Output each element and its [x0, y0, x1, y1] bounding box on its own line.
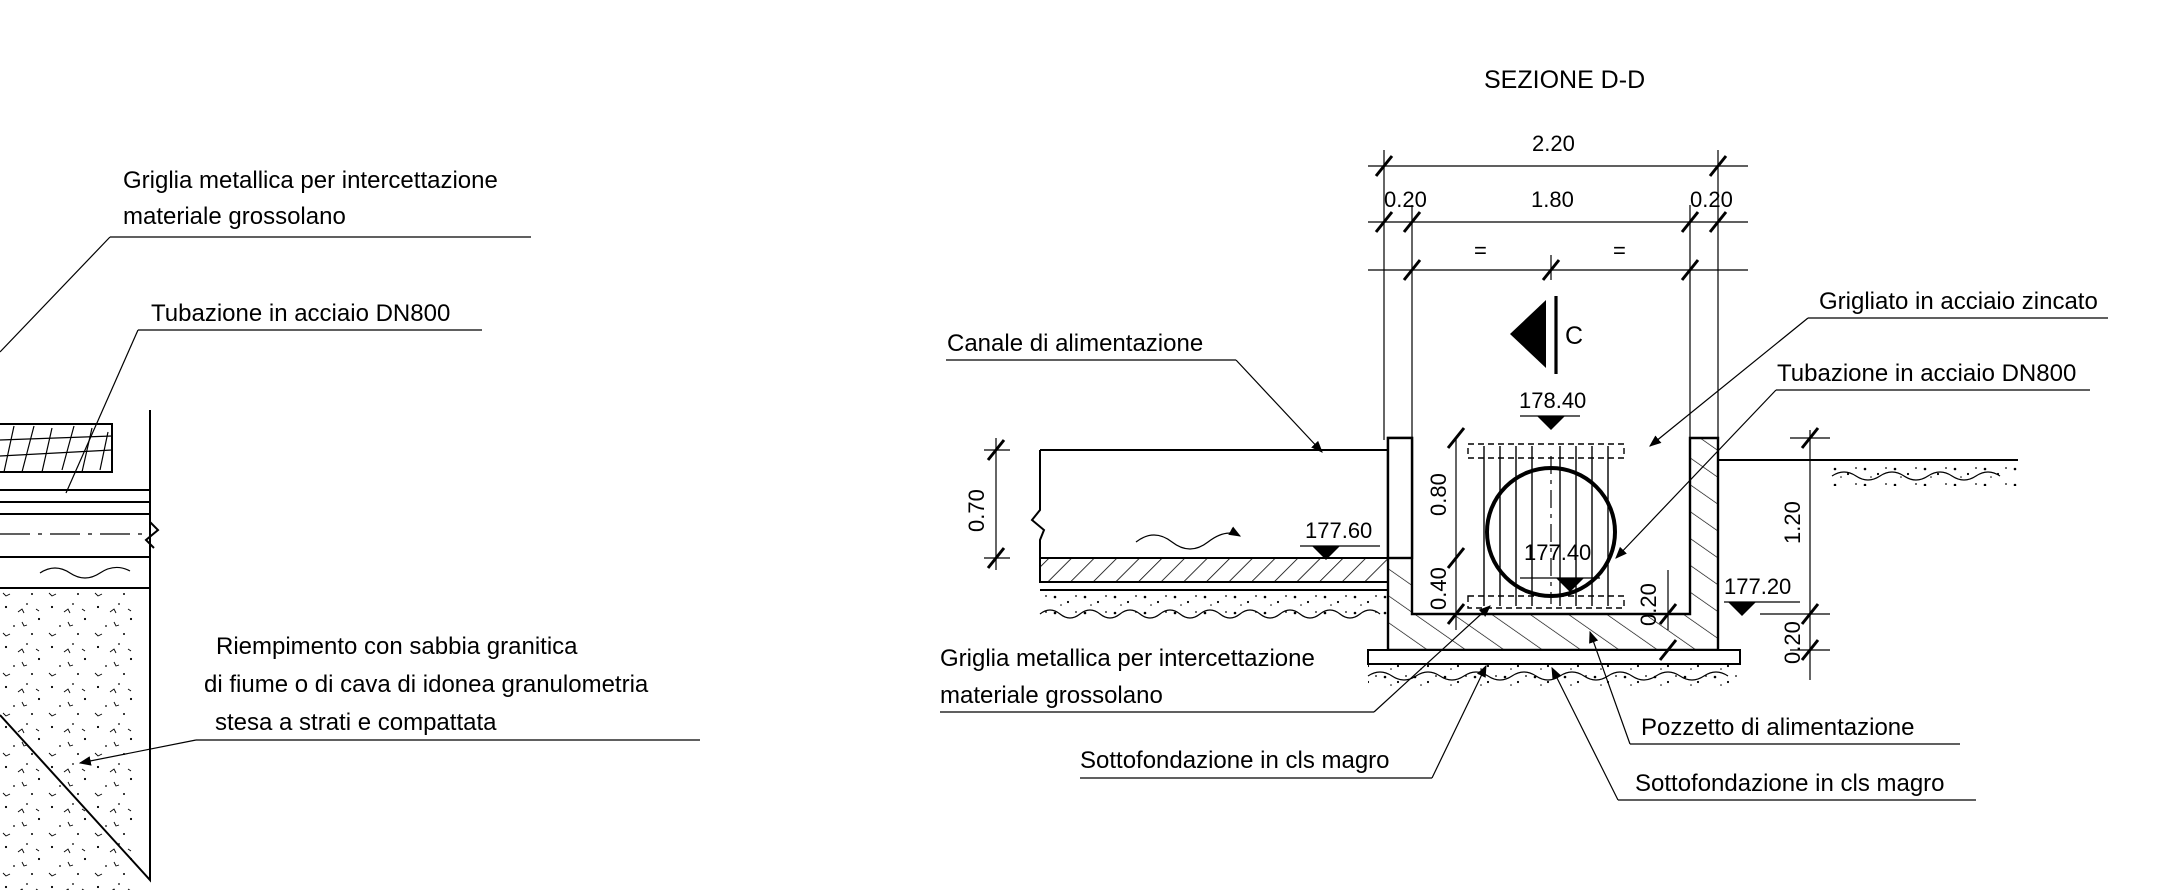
label-griglia-left-line1: Griglia metallica per intercettazione: [123, 167, 498, 194]
elevation-floor: 177.20: [1724, 574, 1791, 599]
elevation-top: 178.40: [1519, 388, 1586, 413]
sand-fill-area: [0, 588, 135, 890]
dim-overall-width: 2.20: [1532, 131, 1575, 156]
dim-right-height: 1.20: [1780, 501, 1805, 544]
section-leaders: [940, 317, 2108, 801]
section-mark-c: C: [1510, 296, 1583, 374]
dim-wall-left: 0.20: [1384, 187, 1427, 212]
leader-griglia-left: [0, 236, 111, 353]
inner-vertical-dims: [1446, 427, 1830, 680]
dim-upper-height: 0.80: [1426, 473, 1451, 516]
manhole-structure: [1367, 436, 2018, 688]
section-dd: SEZIONE D-D 2.20 0.20: [940, 66, 2108, 801]
label-riempimento-line3: stesa a strati e compattata: [215, 709, 497, 736]
dim-equal-right: =: [1613, 238, 1626, 263]
dim-canal-depth: 0.70: [964, 489, 989, 532]
elevation-canal-bottom: 177.60: [1305, 518, 1372, 543]
soil-crust-outline: [0, 423, 113, 473]
left-detail: Griglia metallica per intercettazione ma…: [0, 167, 700, 890]
trench-outline: [0, 410, 151, 883]
label-grigliato: Grigliato in acciaio zincato: [1819, 288, 2098, 315]
label-tubazione-left: Tubazione in acciaio DN800: [151, 300, 450, 327]
dim-wall-right: 0.20: [1690, 187, 1733, 212]
dim-lower-height: 0.40: [1426, 567, 1451, 610]
label-riempimento-line2: di fiume o di cava di idonea granulometr…: [204, 671, 649, 698]
label-tubazione-section: Tubazione in acciaio DN800: [1777, 360, 2076, 387]
dim-inner-width: 1.80: [1531, 187, 1574, 212]
elevation-pipe-axis: 177.40: [1524, 540, 1591, 565]
dim-floor-thickness: 0.20: [1636, 583, 1661, 626]
soil-crust-hatch: [0, 425, 113, 473]
label-griglia-section-line2: materiale grossolano: [940, 682, 1163, 709]
dim-equal-left: =: [1474, 238, 1487, 263]
dim-base-thickness: 0.20: [1780, 621, 1805, 664]
elevation-markers: [1300, 415, 1800, 616]
section-title: SEZIONE D-D: [1484, 66, 1645, 94]
label-griglia-left-line2: materiale grossolano: [123, 203, 346, 230]
grating-and-pipe: [1467, 443, 1625, 609]
svg-text:C: C: [1565, 322, 1583, 350]
label-griglia-section-line1: Griglia metallica per intercettazione: [940, 645, 1315, 672]
label-pozzetto: Pozzetto di alimentazione: [1641, 714, 1915, 741]
pipe-left-profile: [0, 489, 160, 589]
leader-tubazione-left: [65, 329, 139, 494]
leader-riempimento: [78, 739, 197, 766]
label-riempimento-line1: Riempimento con sabbia granitica: [216, 633, 578, 660]
label-sottofondazione-right: Sottofondazione in cls magro: [1635, 770, 1945, 797]
label-canale: Canale di alimentazione: [947, 330, 1203, 357]
feeding-canal: [984, 438, 1389, 619]
dimension-chains: [1368, 150, 1748, 440]
label-sottofondazione-left: Sottofondazione in cls magro: [1080, 747, 1390, 774]
